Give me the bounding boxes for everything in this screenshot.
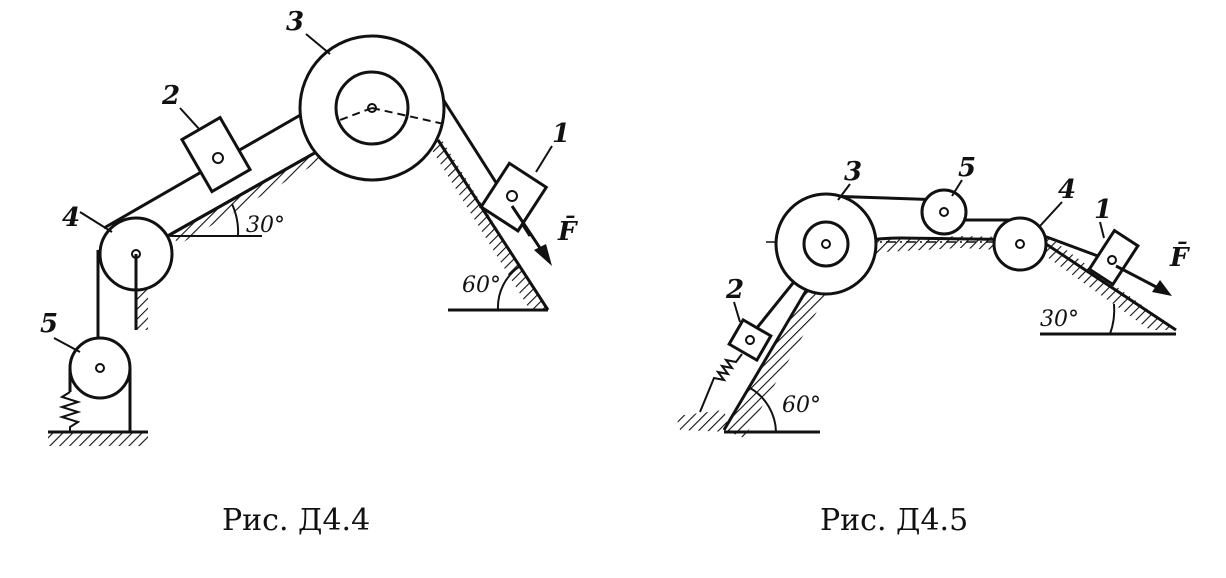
label-body-2: 2	[161, 81, 180, 111]
leader-3	[305, 33, 331, 55]
label-body-3: 3	[844, 157, 862, 187]
label-angle-30: 30°	[1040, 307, 1079, 332]
label-body-3: 3	[286, 7, 304, 37]
angle-arc-60	[749, 387, 777, 433]
left-wall-hatch	[676, 410, 730, 432]
ground-hatch	[48, 432, 148, 446]
label-body-1: 1	[552, 119, 570, 149]
label-force: F̄	[1169, 241, 1190, 273]
angle-arc-30	[231, 203, 240, 237]
leader-3	[837, 183, 851, 201]
label-body-1: 1	[1094, 195, 1112, 225]
force-arrow-head	[1152, 280, 1172, 296]
pulley-4-mount	[136, 290, 148, 330]
leader-2	[733, 301, 741, 323]
angle-arc-60	[496, 265, 521, 311]
label-angle-60: 60°	[782, 393, 821, 418]
figure-d4-5-labels: 3 5 4 1 2 60° 30° F̄ Рис. Д4.5	[725, 153, 1190, 538]
leader-2	[179, 107, 201, 131]
leader-1	[1099, 221, 1105, 239]
leader-4	[1039, 201, 1063, 227]
label-body-5: 5	[40, 309, 58, 339]
block-2	[727, 317, 773, 363]
leader-1	[535, 145, 553, 173]
spring	[699, 353, 743, 413]
block-1	[1087, 228, 1140, 287]
label-body-4: 4	[1058, 175, 1076, 205]
label-body-2: 2	[725, 275, 744, 305]
cable-lower	[145, 140, 335, 250]
caption-d4-5: Рис. Д4.5	[820, 503, 968, 538]
leader-5	[53, 337, 81, 353]
incline-60-line	[436, 139, 550, 311]
angle-arc-30	[1109, 303, 1116, 335]
label-angle-60: 60°	[462, 273, 501, 298]
figure-d4-4-labels: 3 2 1 4 5 30° 60° F̄ Рис. Д4.4	[40, 7, 578, 538]
block-2	[179, 115, 253, 194]
force-arrow-shaft	[1115, 264, 1163, 292]
label-angle-30: 30°	[246, 213, 285, 238]
label-body-4: 4	[62, 203, 80, 233]
block-1	[478, 161, 549, 233]
caption-d4-4: Рис. Д4.4	[222, 503, 370, 538]
figure-d4-5	[676, 188, 1177, 438]
pulley-5-axle	[95, 363, 105, 373]
spring	[58, 391, 82, 432]
force-arrow-head	[534, 244, 552, 266]
wheel-4-axle	[1015, 239, 1025, 249]
leader-4	[79, 211, 113, 233]
incline-30-surface	[170, 150, 322, 244]
wheel-3-support	[339, 107, 445, 125]
wheel-3-axle	[821, 239, 831, 249]
figure-d4-4	[48, 34, 552, 446]
leader-5	[951, 179, 963, 197]
label-force: F̄	[557, 215, 578, 247]
pulley-5-axle	[939, 207, 949, 217]
label-body-5: 5	[958, 153, 976, 183]
